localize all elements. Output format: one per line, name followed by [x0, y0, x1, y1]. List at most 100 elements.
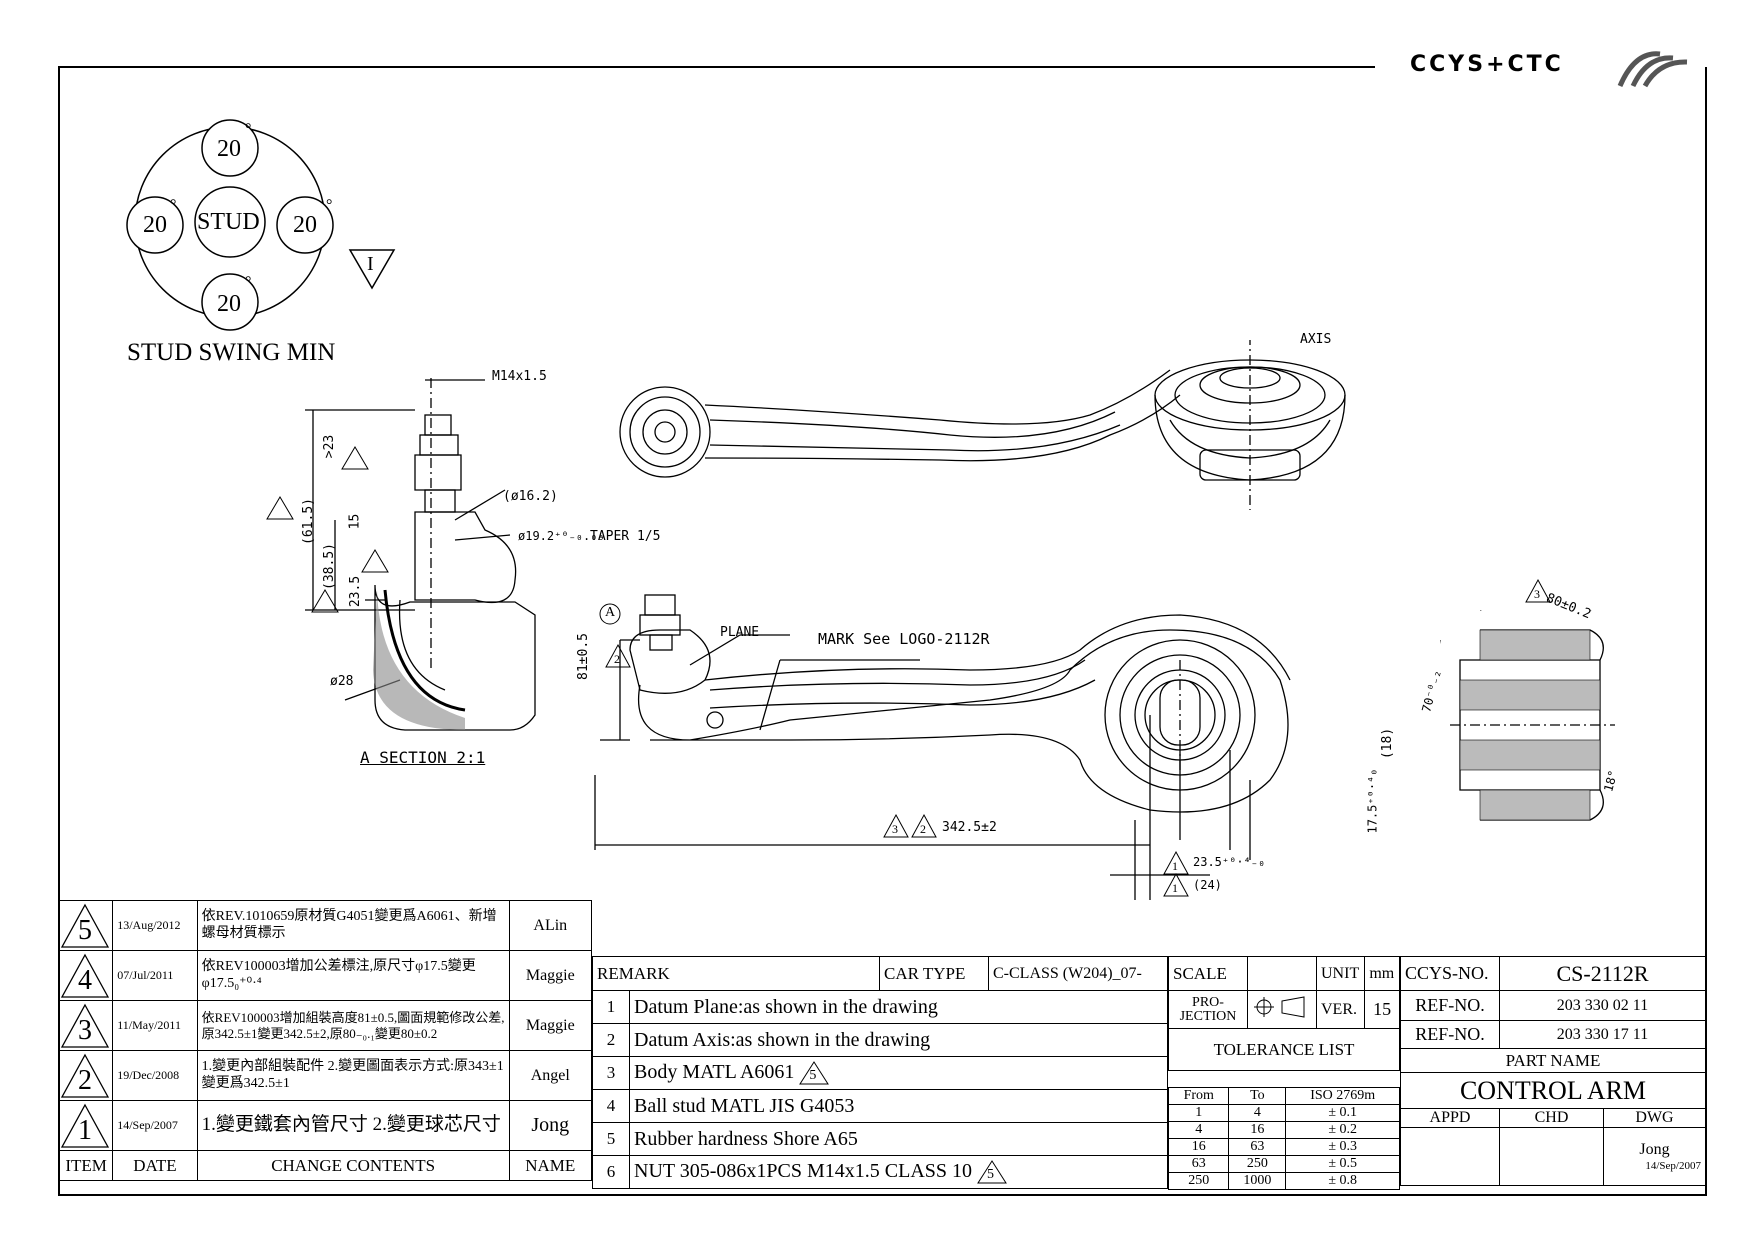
axis-label: AXIS — [1300, 332, 1332, 347]
change-contents: 依REV.1010659原材質G4051變更爲A6061、新增螺母材質標示 — [196, 900, 510, 951]
table-row: 2 Datum Axis:as shown in the drawing — [592, 1023, 1168, 1057]
table-row: 3 Body MATL A6061 5 — [592, 1056, 1168, 1090]
header-contents: CHANGE CONTENTS — [196, 1150, 510, 1181]
change-name: Maggie — [508, 1000, 593, 1051]
table-row: 4 Ball stud MATL JIS G4053 — [592, 1089, 1168, 1123]
table-row: REMARK CAR TYPE C-CLASS (W204)_07- — [592, 956, 1168, 991]
appd-label: APPD — [1400, 1108, 1500, 1128]
ccys-no-value: CS-2112R — [1499, 956, 1706, 991]
rev-mark: 1 — [1172, 881, 1178, 895]
table-row: 2 19/Dec/2008 1.變更內部組裝配件 2.變更圖面表示方式:原343… — [58, 1050, 593, 1101]
ref-no-label: REF-NO. — [1400, 1020, 1500, 1049]
table-row: CONTROL ARM — [1400, 1072, 1706, 1109]
ver-label: VER. — [1315, 990, 1366, 1029]
remark-text: Rubber hardness Shore A65 — [629, 1122, 1168, 1156]
dwg-date: 14/Sep/2007 — [1645, 1159, 1701, 1172]
tol-from: 63 — [1167, 1155, 1230, 1173]
swing-angle-top: 20 — [217, 136, 241, 162]
stud-swing-center: STUD — [197, 209, 260, 235]
chd-label: CHD — [1499, 1108, 1604, 1128]
section-label: A SECTION 2:1 — [360, 748, 486, 767]
tol-to: 1000 — [1228, 1172, 1287, 1190]
remarks-header: REMARK — [592, 956, 880, 991]
change-date: 14/Sep/2007 — [112, 1100, 198, 1151]
rev-triangle-icon — [266, 496, 294, 520]
datum-marker: I — [367, 253, 374, 275]
table-row: Jong 14/Sep/2007 — [1400, 1127, 1706, 1186]
projection-label: PRO- JECTION — [1168, 990, 1248, 1029]
change-date: 11/May/2011 — [112, 1000, 198, 1051]
table-row: SCALE UNIT mm — [1168, 956, 1400, 991]
change-date: 19/Dec/2008 — [112, 1050, 198, 1101]
table-row: 3 11/May/2011 依REV100003增加組裝高度81±0.5,圖面規… — [58, 1000, 593, 1051]
car-type-value: C-CLASS (W204)_07- — [988, 956, 1168, 991]
remark-no: 6 — [592, 1155, 630, 1189]
table-row: REF-NO. 203 330 02 11 — [1400, 990, 1706, 1021]
rev-triangle-icon — [311, 589, 339, 613]
rev-mark: 1 — [1172, 859, 1178, 873]
dim-gt23: >23 — [322, 434, 338, 459]
dwg-label: DWG — [1603, 1108, 1706, 1128]
bushing-section-drawing — [1440, 610, 1615, 821]
datum-a-circle — [599, 603, 621, 625]
top-view-drawing — [619, 340, 1346, 510]
remark-no: 5 — [592, 1122, 630, 1156]
dim-m14: M14x1.5 — [492, 369, 547, 384]
unit-label: UNIT — [1315, 956, 1366, 991]
remark-text: NUT 305-086x1PCS M14x1.5 CLASS 10 — [634, 1159, 973, 1182]
dim-phi19: ø19.2⁺⁰₋₀.₀₅ — [518, 529, 605, 543]
remark-no: 3 — [592, 1056, 630, 1090]
rev-triangle-icon — [605, 643, 631, 668]
remark-text: Datum Axis:as shown in the drawing — [629, 1023, 1168, 1057]
ccys-no-label: CCYS-NO. — [1400, 956, 1500, 991]
projection-symbol-icon — [1247, 990, 1317, 1029]
scale-label: SCALE — [1168, 956, 1248, 991]
ver-value: 15 — [1364, 990, 1400, 1029]
change-date: 13/Aug/2012 — [112, 900, 198, 951]
tol-value: ± 0.3 — [1285, 1138, 1400, 1156]
table-header-row: ITEM DATE CHANGE CONTENTS NAME — [58, 1150, 593, 1181]
rev-mark: 2 — [614, 652, 620, 666]
rev-mark: 2 — [920, 822, 926, 836]
tol-from: 4 — [1167, 1121, 1230, 1139]
change-name: Maggie — [508, 950, 593, 1001]
tol-from: 1 — [1167, 1104, 1230, 1122]
dim-38-5: (38.5) — [321, 543, 337, 590]
tol-header: To — [1228, 1087, 1287, 1105]
ref-no-value: 203 330 17 11 — [1499, 1020, 1706, 1049]
scale-block: SCALE UNIT mm PRO- JECTION VER. 15 TOLER… — [1168, 956, 1400, 1071]
header-date: DATE — [112, 1150, 198, 1181]
tol-value: ± 0.8 — [1285, 1172, 1400, 1190]
remark-no: 2 — [592, 1023, 630, 1057]
dim-taper: TAPER 1/5 — [590, 529, 661, 544]
rev-triangle-icon: 1 — [60, 1103, 110, 1149]
swing-angle-left: 20 — [143, 212, 167, 238]
table-row: CCYS-NO. CS-2112R — [1400, 956, 1706, 991]
change-contents: 1.變更內部組裝配件 2.變更圖面表示方式:原343±1 變更爲342.5±1 — [196, 1050, 510, 1101]
dim-phi16: (ø16.2) — [503, 489, 558, 504]
ref-no-value: 203 330 02 11 — [1499, 990, 1706, 1021]
header-item: ITEM — [58, 1150, 114, 1181]
tol-value: ± 0.5 — [1285, 1155, 1400, 1173]
table-row: From To ISO 2769m — [1167, 1087, 1400, 1105]
section-view-drawing — [305, 378, 536, 731]
tol-header: From — [1167, 1087, 1230, 1105]
swing-angle-right: 20 — [293, 212, 317, 238]
dim-81: 81±0.5 — [575, 633, 591, 680]
car-type-label: CAR TYPE — [879, 956, 989, 991]
remark-no: 4 — [592, 1089, 630, 1123]
unit-value: mm — [1364, 956, 1400, 991]
dwg-name: Jong — [1639, 1141, 1670, 1159]
dim-24: (24) — [1193, 878, 1222, 892]
dim-23-5b: 23.5⁺⁰·⁴₋₀ — [1193, 855, 1266, 869]
table-row: REF-NO. 203 330 17 11 — [1400, 1020, 1706, 1049]
side-view-drawing — [594, 594, 1291, 900]
datum-triangle-icon — [348, 249, 396, 290]
rev-triangle-icon — [1163, 872, 1189, 897]
remark-no: 1 — [592, 990, 630, 1024]
